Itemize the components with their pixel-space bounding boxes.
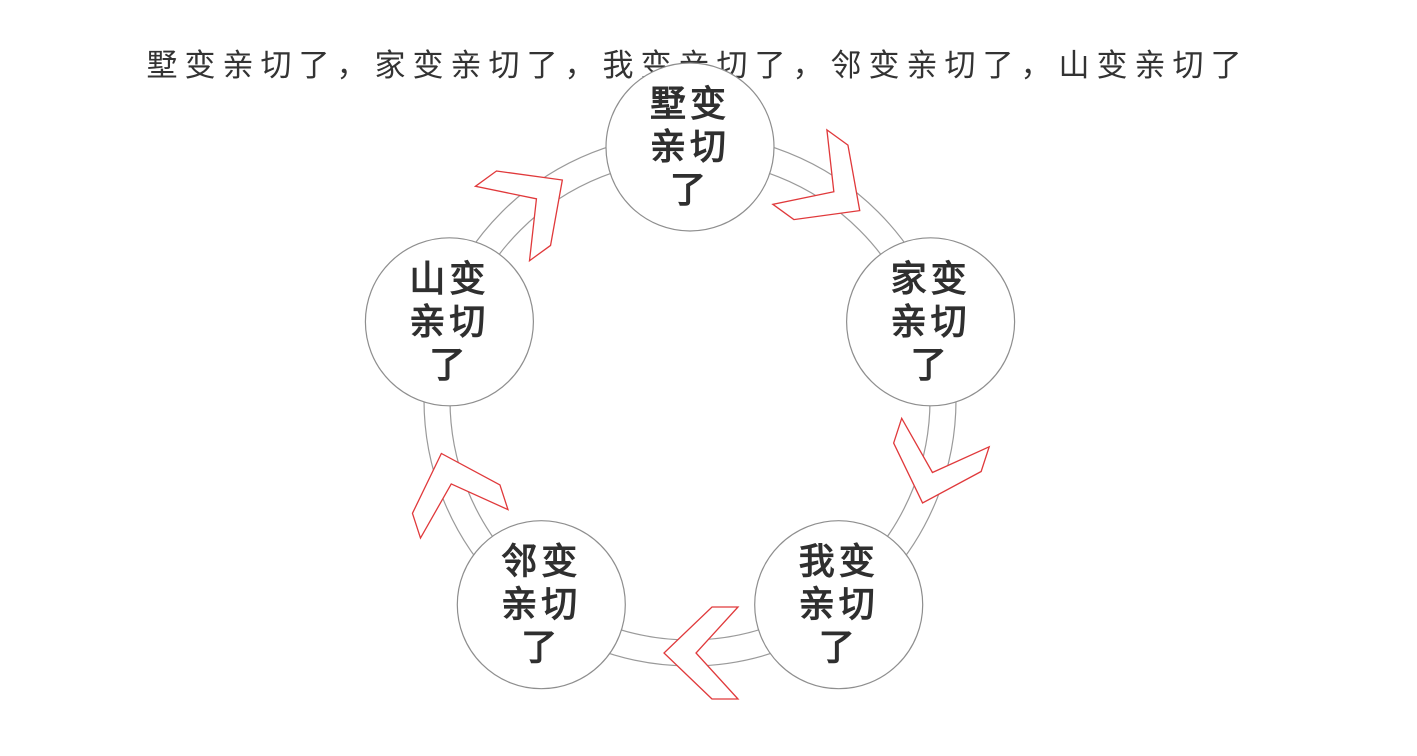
node-circle <box>845 237 1016 407</box>
chevron-arrow-icon <box>411 452 510 540</box>
node-label-line: 亲切 <box>891 301 971 343</box>
node-circle <box>364 237 534 407</box>
node-label-line: 我变 <box>799 541 879 583</box>
node-circle <box>754 520 924 690</box>
node-label-line: 了 <box>429 344 469 386</box>
arrow-group <box>411 128 991 700</box>
chevron-arrow-icon <box>892 416 991 504</box>
node-label-line: 了 <box>911 344 951 386</box>
node-label-line: 家变 <box>891 258 971 300</box>
node-label-line: 了 <box>819 627 859 669</box>
chevron-shape <box>663 606 740 700</box>
chevron-shape <box>892 416 991 504</box>
node-label-line: 亲切 <box>650 126 730 168</box>
node-label-line: 墅变 <box>650 83 730 125</box>
chevron-arrow-icon <box>473 170 564 263</box>
node-circle <box>605 62 775 232</box>
node-label-line: 山变 <box>409 258 489 300</box>
node-label-line: 亲切 <box>799 584 879 626</box>
chevron-shape <box>473 170 564 263</box>
node-label-line: 了 <box>670 169 710 211</box>
node-label-line: 了 <box>521 627 561 669</box>
node-label-line: 邻变 <box>501 541 581 583</box>
chevron-shape <box>771 128 861 221</box>
chevron-arrow-icon <box>771 128 861 221</box>
chevron-shape <box>411 452 510 540</box>
node-circle <box>456 520 626 690</box>
chevron-arrow-icon <box>663 606 740 700</box>
node-label-line: 亲切 <box>501 584 581 626</box>
node-label-line: 亲切 <box>409 301 489 343</box>
